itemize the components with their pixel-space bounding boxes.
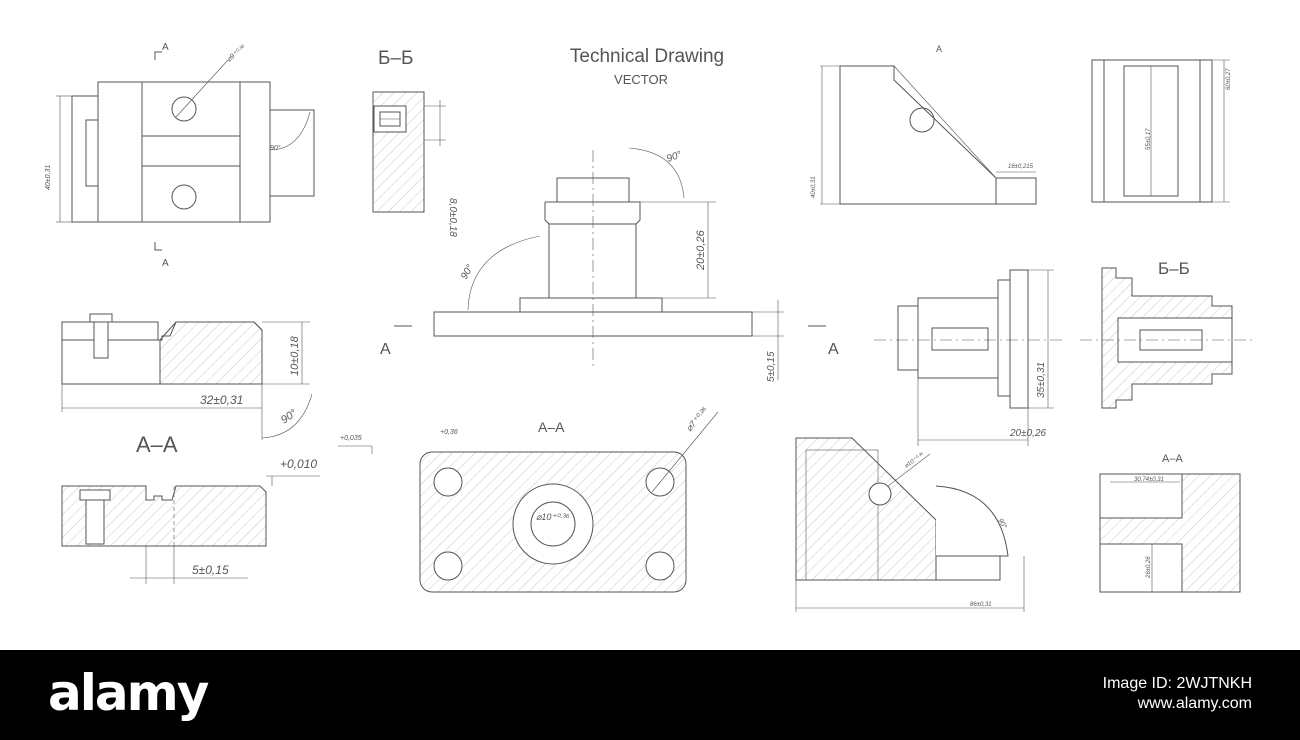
section-mark-a-center-left: A <box>380 341 391 358</box>
dim-tr-small: 16±0,215 <box>1008 164 1034 170</box>
dim-center-plate: 5±0,15 <box>766 351 777 382</box>
dim-ml-width: 32±0,31 <box>200 393 243 407</box>
dim-plate-center: ⌀10⁺⁰·³⁶ <box>536 512 570 522</box>
view-label-a-topright: A <box>936 44 942 54</box>
top-left-view <box>56 51 315 251</box>
dim-far-right-inner: 55±0,17 <box>1146 128 1152 150</box>
dim-ml-angle: 90° <box>279 407 300 427</box>
stock-footer-bar: alamy Image ID: 2WJTNKH www.alamy.com <box>0 650 1300 740</box>
dim-mr-vertical: 35±0,31 <box>1036 362 1047 398</box>
dim-plate-tol-mid: +0,36 <box>440 429 458 436</box>
stock-image-id: Image ID: 2WJTNKH www.alamy.com <box>1103 674 1252 714</box>
image-id-text: Image ID: 2WJTNKH <box>1102 675 1252 692</box>
bottom-right-view <box>795 437 1025 612</box>
dim-far-right-vertical: 60±0,27 <box>1226 68 1232 90</box>
drawing-sheet: Technical Drawing VECTOR A A 40±0,31 ⌀9⁺… <box>45 42 1252 612</box>
technical-drawing-canvas: Technical Drawing VECTOR A A 40±0,31 ⌀9⁺… <box>45 42 1252 612</box>
dim-tl-angle: 90° <box>270 144 281 152</box>
bottom-left-section <box>61 475 320 584</box>
dim-tl-diameter: ⌀9⁺⁰·³⁶ <box>225 43 247 63</box>
bb-right-section <box>1080 267 1252 409</box>
middle-left-view <box>61 313 313 440</box>
section-label-aa-left: A–A <box>136 432 178 457</box>
dim-tl-vertical: 40±0,31 <box>45 165 52 190</box>
bb-section-view <box>372 91 446 213</box>
drawing-subtitle: VECTOR <box>614 72 668 87</box>
dim-center-height: 20±0,26 <box>695 229 707 271</box>
top-right-view <box>820 65 1037 205</box>
dim-aa-right-vertical: 26±0,26 <box>1146 556 1152 579</box>
section-label-bb-left: Б–Б <box>378 48 414 69</box>
middle-right-view <box>874 269 1066 446</box>
dim-bl-width: 5±0,15 <box>192 563 229 577</box>
section-mark-a-top: A <box>162 42 169 53</box>
section-mark-a-bottom: A <box>162 258 169 269</box>
dim-aa-right-top: 30,74±0,31 <box>1134 477 1164 483</box>
dim-br-diameter: ⌀10⁺⁰·³⁶ <box>903 451 926 470</box>
dim-br-horizontal: 86±0,31 <box>970 602 992 608</box>
dim-center-angle-left: 90° <box>459 263 476 282</box>
dim-bl-tolerance: +0,010 <box>280 457 317 471</box>
dim-plate-tol-left: +0,035 <box>340 435 362 442</box>
center-plate-view <box>338 411 719 593</box>
section-label-aa-center: A–A <box>538 419 565 435</box>
dim-mr-horizontal: 20±0,26 <box>1009 428 1047 439</box>
drawing-title: Technical Drawing <box>570 46 724 67</box>
section-mark-a-center-right: A <box>828 341 839 358</box>
far-right-top-view <box>1091 59 1230 203</box>
dim-plate-hole: ⌀7⁺⁰·²⁶ <box>684 405 710 433</box>
section-label-bb-right: Б–Б <box>1158 259 1190 278</box>
stock-logo[interactable]: alamy <box>48 664 209 722</box>
site-url[interactable]: www.alamy.com <box>1137 695 1252 712</box>
dim-bb-vertical: 8,0±0,18 <box>447 198 458 237</box>
section-label-aa-right: A–A <box>1162 453 1183 465</box>
dim-tr-vertical: 40±0,31 <box>811 176 817 198</box>
aa-right-section <box>1099 473 1241 593</box>
dim-center-angle-top: 90° <box>665 149 683 165</box>
dim-ml-height: 10±0,18 <box>289 335 301 376</box>
center-front-view <box>394 147 826 380</box>
